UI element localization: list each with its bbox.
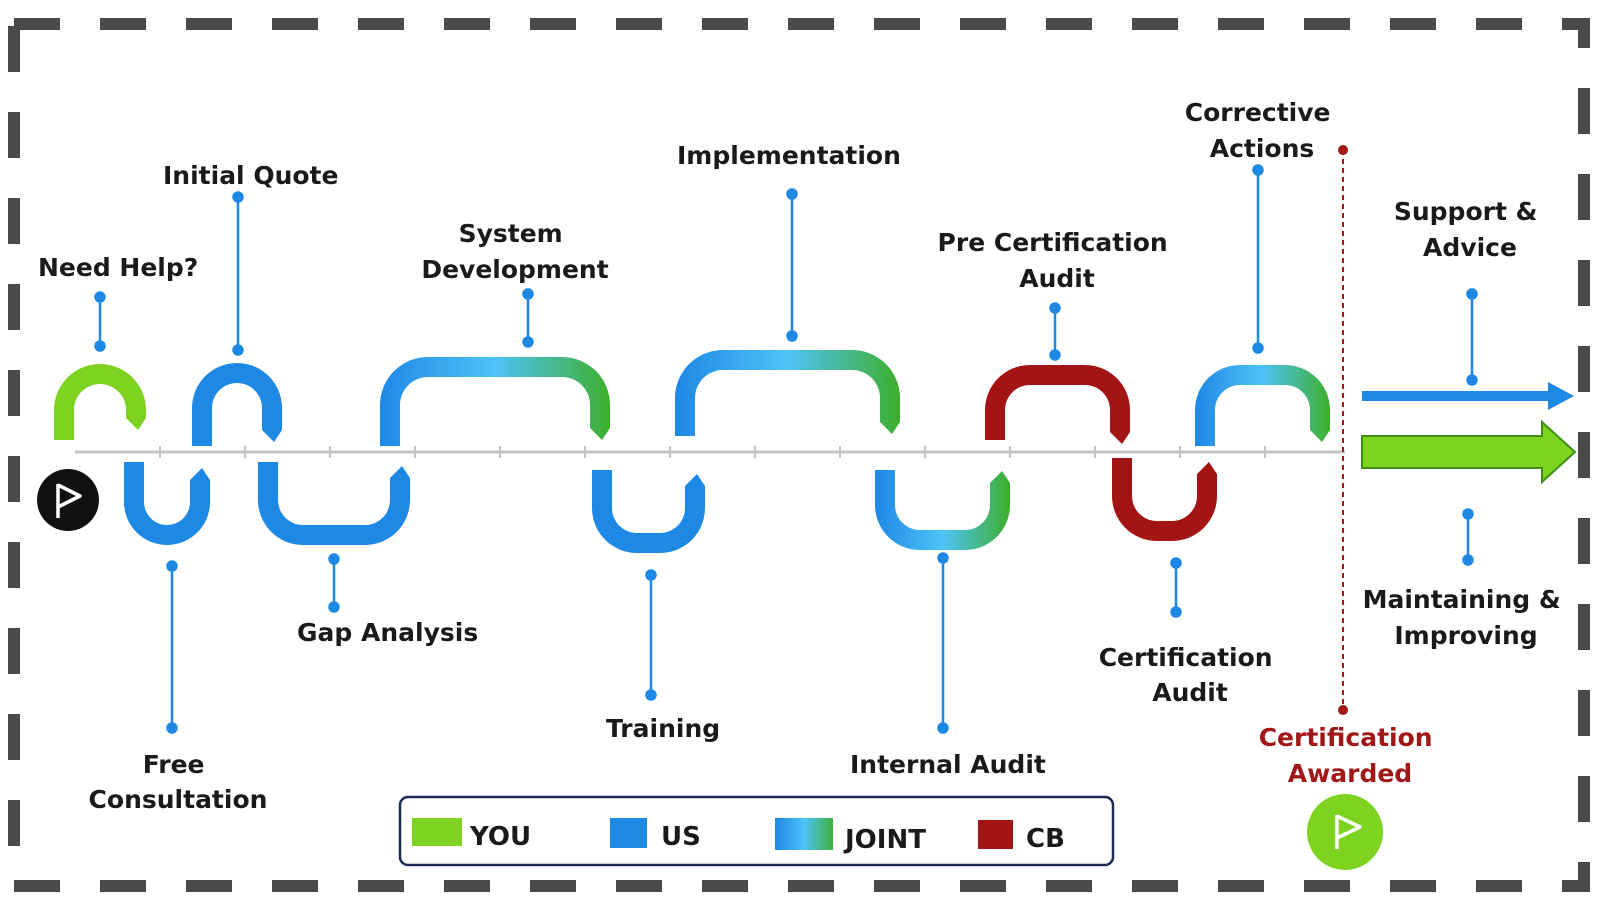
label-corrective-actions: Corrective Actions (1185, 98, 1339, 163)
legend-label-joint: JOINT (843, 825, 926, 855)
arrow-support-advice (1362, 382, 1574, 410)
u-internal-audit (875, 470, 1010, 550)
legend-item-us: US (610, 818, 701, 852)
label-gap-analysis: Gap Analysis (297, 618, 478, 647)
arrow-maintaining-improving (1361, 419, 1577, 485)
legend-swatch-cb (978, 820, 1013, 849)
arch-pre-certification-audit (985, 365, 1130, 444)
arch-implementation (675, 350, 900, 436)
label-pre-certification-audit: Pre Certification Audit (938, 228, 1177, 293)
legend-item-cb: CB (978, 820, 1065, 854)
u-gap-analysis (258, 462, 410, 545)
label-implementation: Implementation (677, 141, 901, 170)
arch-corrective-actions (1195, 365, 1330, 446)
dashed-frame (8, 18, 1590, 892)
legend-box (398, 795, 1115, 867)
arch-need-help (54, 364, 146, 440)
legend-label-you: YOU (469, 822, 531, 852)
label-training: Training (606, 714, 720, 743)
legend-item-joint: JOINT (775, 818, 926, 855)
label-system-development: System Development (421, 219, 608, 284)
label-maintaining-improving: Maintaining & Improving (1363, 585, 1570, 650)
legend-label-us: US (661, 822, 701, 852)
end-flag-badge (1307, 794, 1383, 870)
arch-initial-quote (192, 363, 282, 446)
label-certification-audit: Certification Audit (1099, 643, 1282, 707)
label-support-advice: Support & Advice (1394, 197, 1546, 262)
connectors (94, 164, 1478, 734)
label-free-consultation: Free Consultation (89, 750, 268, 814)
step-labels: Need Help? Initial Quote System Developm… (38, 98, 1570, 814)
arch-system-development (380, 357, 610, 446)
label-initial-quote: Initial Quote (163, 161, 338, 190)
legend: YOU US JOINT CB (398, 795, 1115, 867)
certification-marker (1338, 145, 1348, 715)
legend-label-cb: CB (1026, 824, 1065, 854)
start-flag-badge (37, 469, 99, 531)
label-need-help: Need Help? (38, 253, 198, 282)
u-certification-audit (1112, 458, 1217, 541)
label-certification-awarded: Certification Awarded (1259, 723, 1442, 788)
u-free-consultation (124, 462, 210, 545)
flag-icon (1335, 814, 1362, 849)
label-internal-audit: Internal Audit (850, 750, 1046, 779)
legend-swatch-joint (775, 818, 833, 850)
legend-swatch-us (610, 818, 647, 848)
legend-item-you: YOU (412, 818, 531, 852)
timeline-ticks (159, 446, 1266, 458)
legend-swatch-you (412, 818, 462, 846)
u-training (592, 470, 705, 553)
flag-icon (56, 483, 82, 518)
